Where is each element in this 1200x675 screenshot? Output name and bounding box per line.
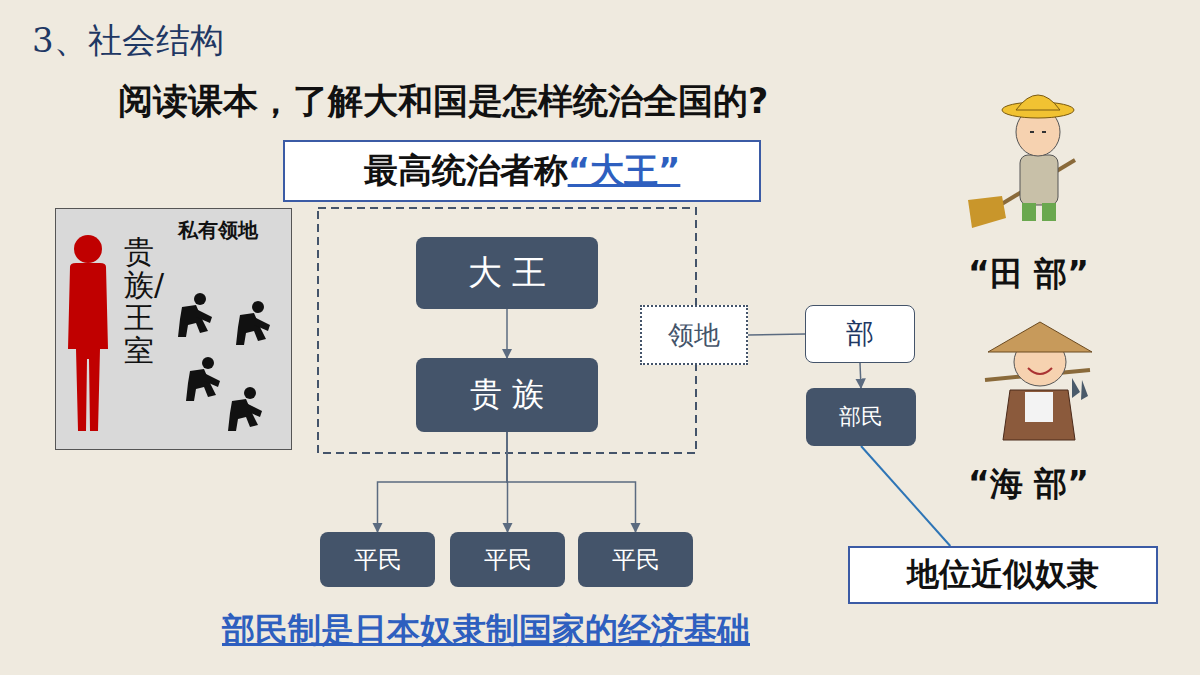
- connector: [748, 334, 805, 335]
- caption-text: 部民制是日本奴隶制国家的经济基础: [222, 608, 750, 653]
- heading-question: 阅读课本，了解大和国是怎样统治全国的?: [118, 78, 768, 125]
- box-text: 平民: [612, 544, 660, 576]
- box-text: 地位近似奴隶: [907, 553, 1099, 597]
- noble-box: 贵 族: [416, 358, 598, 432]
- connector: [378, 432, 508, 532]
- box-text: 部: [846, 315, 874, 353]
- farmer-label: “田 部”: [968, 252, 1089, 297]
- status-box: 地位近似奴隶: [848, 546, 1158, 604]
- commoner-box: 平民: [450, 532, 565, 587]
- commoner-box: 平民: [578, 532, 693, 587]
- box-text: “大王”: [568, 148, 681, 194]
- box-text: 贵 族: [470, 373, 544, 417]
- box-text: 大 王: [468, 250, 547, 296]
- box-text: 平民: [484, 544, 532, 576]
- box-text: 平民: [354, 544, 402, 576]
- panel-figures: [56, 209, 293, 451]
- connector: [861, 446, 950, 546]
- noble-panel: 私有领地贵族/王室: [55, 208, 292, 450]
- territory-note: 私有领地: [178, 217, 258, 244]
- ruler-box: 最高统治者称“大王”: [283, 140, 761, 202]
- slide-title: 3、社会结构: [32, 18, 224, 64]
- farmer-illustration: [968, 95, 1075, 228]
- bemin-box: 部民: [806, 388, 916, 446]
- be-box: 部: [805, 305, 915, 363]
- noble-vertical-label: 贵族/王室: [124, 235, 154, 367]
- fisherman-illustration: [985, 322, 1092, 440]
- box-text: 部民: [839, 402, 883, 432]
- territory-box: 领地: [640, 305, 748, 365]
- box-text: 最高统治者称: [364, 148, 568, 194]
- commoner-box: 平民: [320, 532, 435, 587]
- connector: [860, 363, 861, 388]
- connector: [507, 432, 636, 532]
- fisherman-label: “海 部”: [968, 462, 1089, 507]
- box-text: 领地: [668, 318, 720, 353]
- king-box: 大 王: [416, 237, 598, 309]
- connector: [506, 309, 508, 358]
